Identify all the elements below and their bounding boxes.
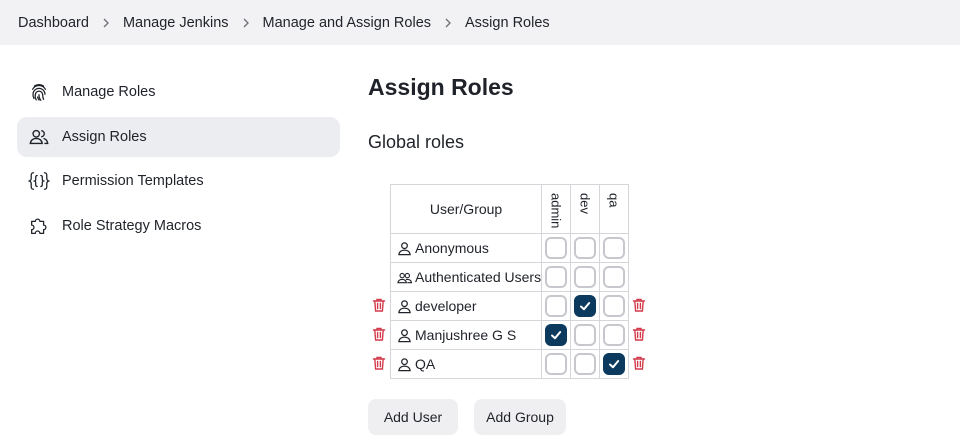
permission-cell: [599, 320, 630, 350]
table-row: Authenticated Users: [389, 262, 630, 292]
sidebar-item-manage-roles[interactable]: Manage Roles: [17, 72, 340, 112]
permission-cell: [599, 349, 630, 379]
permission-cell: [570, 262, 601, 292]
role-header-qa: qa: [599, 184, 630, 234]
permission-cell: [570, 349, 601, 379]
role-checkbox-qa[interactable]: [603, 324, 626, 346]
sidebar-item-label: Permission Templates: [62, 173, 204, 189]
user-group-name: Authenticated Users: [415, 269, 542, 285]
permission-cell: [570, 291, 601, 321]
sidebar: Manage Roles Assign Roles Permission Tem…: [17, 72, 340, 250]
sidebar-item-label: Manage Roles: [62, 84, 156, 100]
add-user-button[interactable]: Add User: [368, 399, 458, 435]
braces-icon: [28, 170, 50, 192]
permission-cell: [570, 320, 601, 350]
user-group-cell: developer: [389, 291, 543, 321]
permission-cell: [599, 233, 630, 263]
chevron-right-icon: [89, 0, 123, 45]
permission-cell: [599, 262, 630, 292]
user-group-cell: Manjushree G S: [389, 320, 543, 350]
breadcrumb-manage-and-assign-roles[interactable]: Manage and Assign Roles: [262, 14, 432, 31]
user-group-cell: Authenticated Users: [389, 262, 543, 292]
role-checkbox-dev[interactable]: [574, 266, 597, 288]
delete-right-trash-icon[interactable]: [631, 297, 647, 313]
role-checkbox-admin[interactable]: [545, 324, 568, 346]
table-row: QA: [389, 349, 630, 379]
delete-right-trash-icon[interactable]: [631, 355, 647, 371]
user-group-name: Anonymous: [415, 240, 489, 256]
permission-cell: [541, 262, 572, 292]
delete-left-trash-icon[interactable]: [371, 355, 387, 371]
user-icon: [397, 299, 415, 314]
role-header-admin: admin: [541, 184, 572, 234]
permission-cell: [570, 233, 601, 263]
role-checkbox-qa[interactable]: [603, 266, 626, 288]
role-checkbox-qa[interactable]: [603, 295, 626, 317]
delete-left-trash-icon[interactable]: [371, 297, 387, 313]
role-checkbox-admin[interactable]: [545, 353, 568, 375]
users-icon: [28, 126, 50, 148]
permission-cell: [541, 233, 572, 263]
permission-cell: [541, 320, 572, 350]
puzzle-icon: [28, 215, 50, 237]
role-header-dev: dev: [570, 184, 601, 234]
user-group-name: developer: [415, 298, 477, 314]
user-icon: [397, 328, 415, 343]
role-checkbox-qa[interactable]: [603, 237, 626, 259]
permission-cell: [541, 291, 572, 321]
role-checkbox-admin[interactable]: [545, 237, 568, 259]
breadcrumb-manage-jenkins[interactable]: Manage Jenkins: [122, 14, 229, 31]
chevron-right-icon: [229, 0, 263, 45]
user-group-cell: QA: [389, 349, 543, 379]
group-icon: [397, 270, 415, 285]
page-title: Assign Roles: [368, 74, 514, 100]
table-row: Anonymous: [389, 233, 630, 263]
delete-left-trash-icon[interactable]: [371, 326, 387, 342]
user-icon: [397, 357, 415, 372]
permission-cell: [541, 349, 572, 379]
section-title-global-roles: Global roles: [368, 132, 465, 152]
add-group-button[interactable]: Add Group: [474, 399, 566, 435]
table-row: developer: [389, 291, 630, 321]
user-group-cell: Anonymous: [389, 233, 543, 263]
sidebar-item-label: Assign Roles: [62, 128, 147, 145]
sidebar-item-permission-templates[interactable]: Permission Templates: [17, 161, 340, 201]
role-checkbox-qa[interactable]: [603, 353, 626, 375]
breadcrumb: Dashboard Manage Jenkins Manage and Assi…: [0, 0, 960, 45]
fingerprint-icon: [28, 81, 50, 103]
delete-right-trash-icon[interactable]: [631, 326, 647, 342]
table-row: Manjushree G S: [389, 320, 630, 350]
user-group-header: User/Group: [389, 184, 543, 234]
breadcrumb-dashboard[interactable]: Dashboard: [18, 14, 89, 31]
user-group-name: Manjushree G S: [415, 327, 517, 343]
role-checkbox-dev[interactable]: [574, 353, 597, 375]
sidebar-item-label: Role Strategy Macros: [62, 217, 202, 234]
role-checkbox-dev[interactable]: [574, 237, 597, 259]
role-checkbox-admin[interactable]: [545, 266, 568, 288]
role-checkbox-dev[interactable]: [574, 295, 597, 317]
user-group-name: QA: [415, 356, 436, 372]
user-icon: [397, 241, 415, 256]
sidebar-item-assign-roles[interactable]: Assign Roles: [17, 116, 340, 157]
role-checkbox-admin[interactable]: [545, 295, 568, 317]
role-checkbox-dev[interactable]: [574, 324, 597, 346]
chevron-right-icon: [431, 0, 465, 45]
breadcrumb-assign-roles[interactable]: Assign Roles: [465, 14, 550, 31]
sidebar-item-role-strategy-macros[interactable]: Role Strategy Macros: [17, 206, 340, 246]
permission-cell: [599, 291, 630, 321]
